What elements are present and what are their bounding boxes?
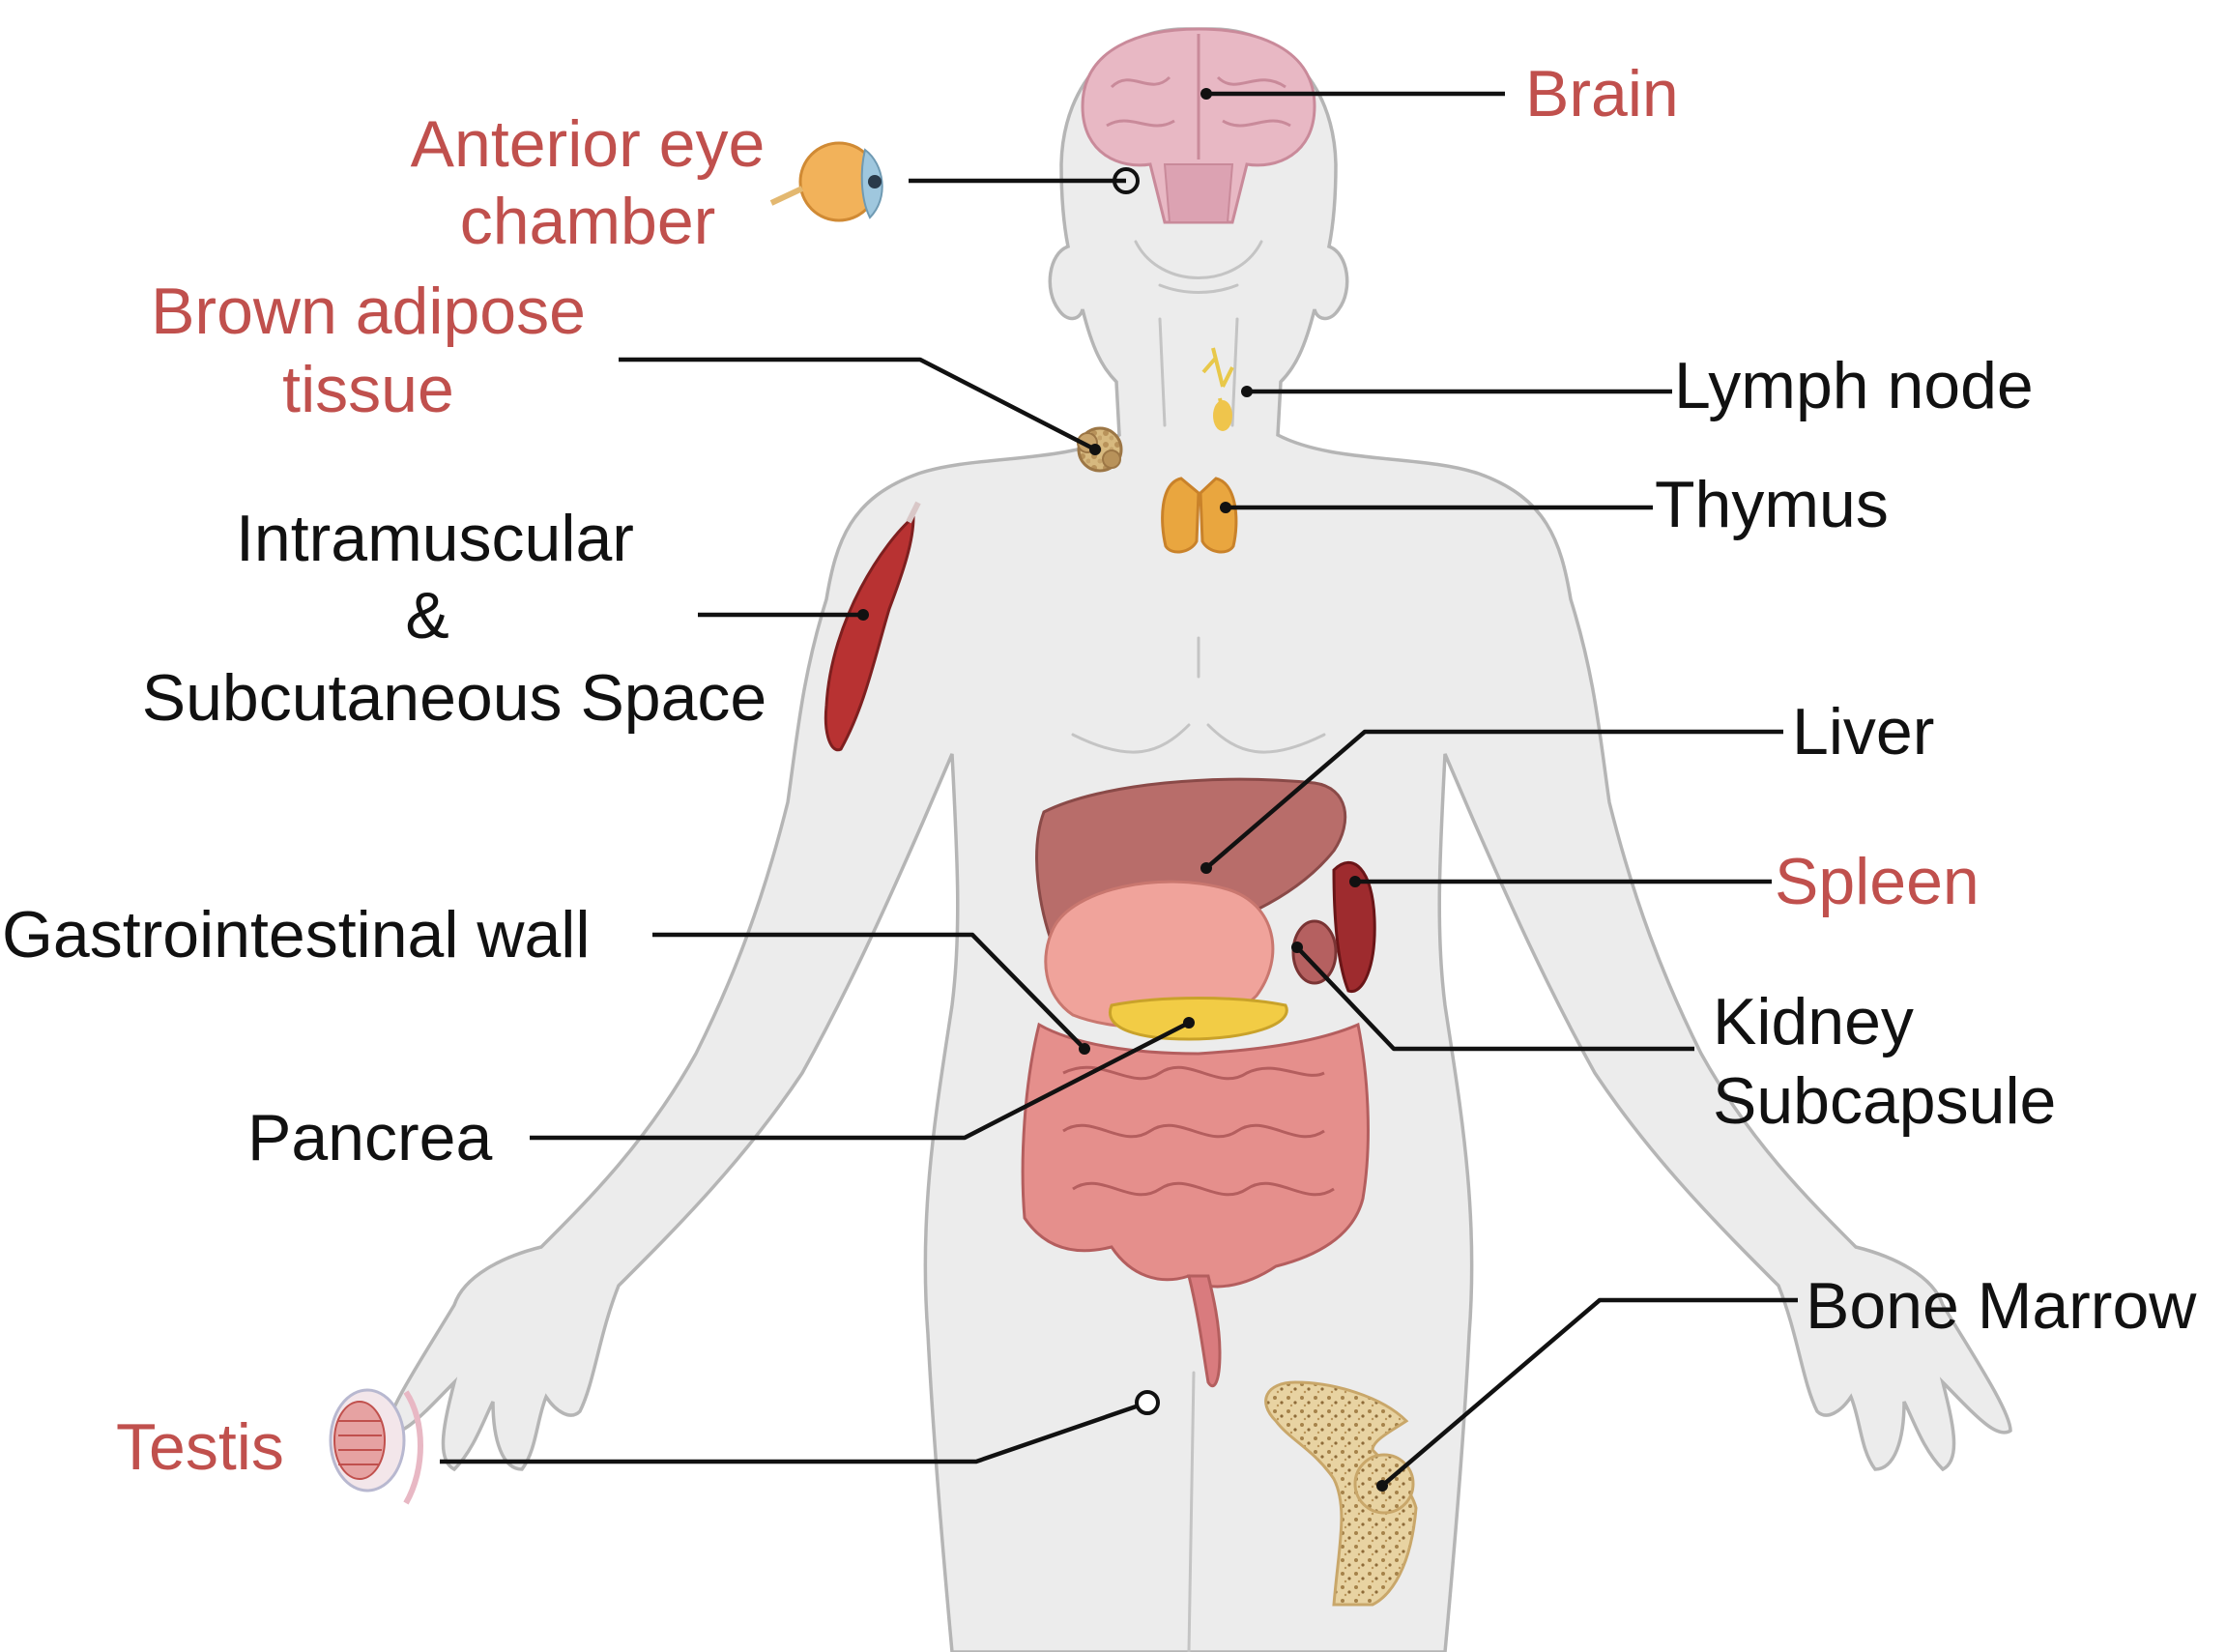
labels: Brain Anterior eye chamber Brown adipose… — [2, 57, 2197, 1484]
leader-gi-wall — [652, 932, 1086, 1051]
label-pancrea: Pancrea — [247, 1101, 492, 1174]
label-anterior-eye-line2: chamber — [460, 185, 716, 258]
label-gi-wall: Gastrointestinal wall — [2, 898, 590, 971]
kidney-organ — [1291, 919, 1338, 985]
label-liver: Liver — [1792, 695, 1934, 768]
leader-liver — [1204, 729, 1783, 870]
testis-icon — [329, 1388, 423, 1505]
stomach-organ — [1044, 880, 1275, 1029]
lymph-node-organ — [1201, 347, 1234, 431]
leader-testis — [440, 1400, 1148, 1464]
label-spleen: Spleen — [1775, 845, 1980, 918]
label-intramuscular-line1: Intramuscular — [236, 502, 634, 575]
label-bone-marrow: Bone Marrow — [1806, 1269, 2197, 1343]
leader-bone-marrow — [1380, 1297, 1798, 1488]
spleen-organ — [1332, 860, 1376, 993]
label-kidney-line2: Subcapsule — [1713, 1064, 2056, 1138]
label-lymph-node: Lymph node — [1674, 349, 2034, 422]
label-thymus: Thymus — [1655, 468, 1889, 541]
label-brain: Brain — [1525, 57, 1679, 130]
brain-organ — [1081, 27, 1316, 224]
label-intramuscular-line2: & — [405, 579, 448, 652]
thymus-organ — [1161, 477, 1238, 554]
label-brown-adipose-line1: Brown adipose — [151, 275, 586, 348]
intestine-organ — [1021, 1022, 1370, 1388]
pancreas-organ — [1108, 997, 1288, 1041]
leader-pancrea — [530, 1020, 1191, 1141]
leader-kidney — [1295, 945, 1694, 1052]
label-kidney-line1: Kidney — [1713, 985, 1914, 1058]
leader-lines — [440, 88, 1798, 1492]
label-brown-adipose-line2: tissue — [282, 353, 454, 426]
label-testis: Testis — [116, 1410, 284, 1484]
eye-icon — [769, 141, 883, 222]
label-anterior-eye-line1: Anterior eye — [411, 107, 766, 181]
leader-brown-adipose — [619, 357, 1097, 452]
muscle-organ — [824, 501, 921, 752]
label-intramuscular-line3: Subcutaneous Space — [142, 661, 767, 735]
